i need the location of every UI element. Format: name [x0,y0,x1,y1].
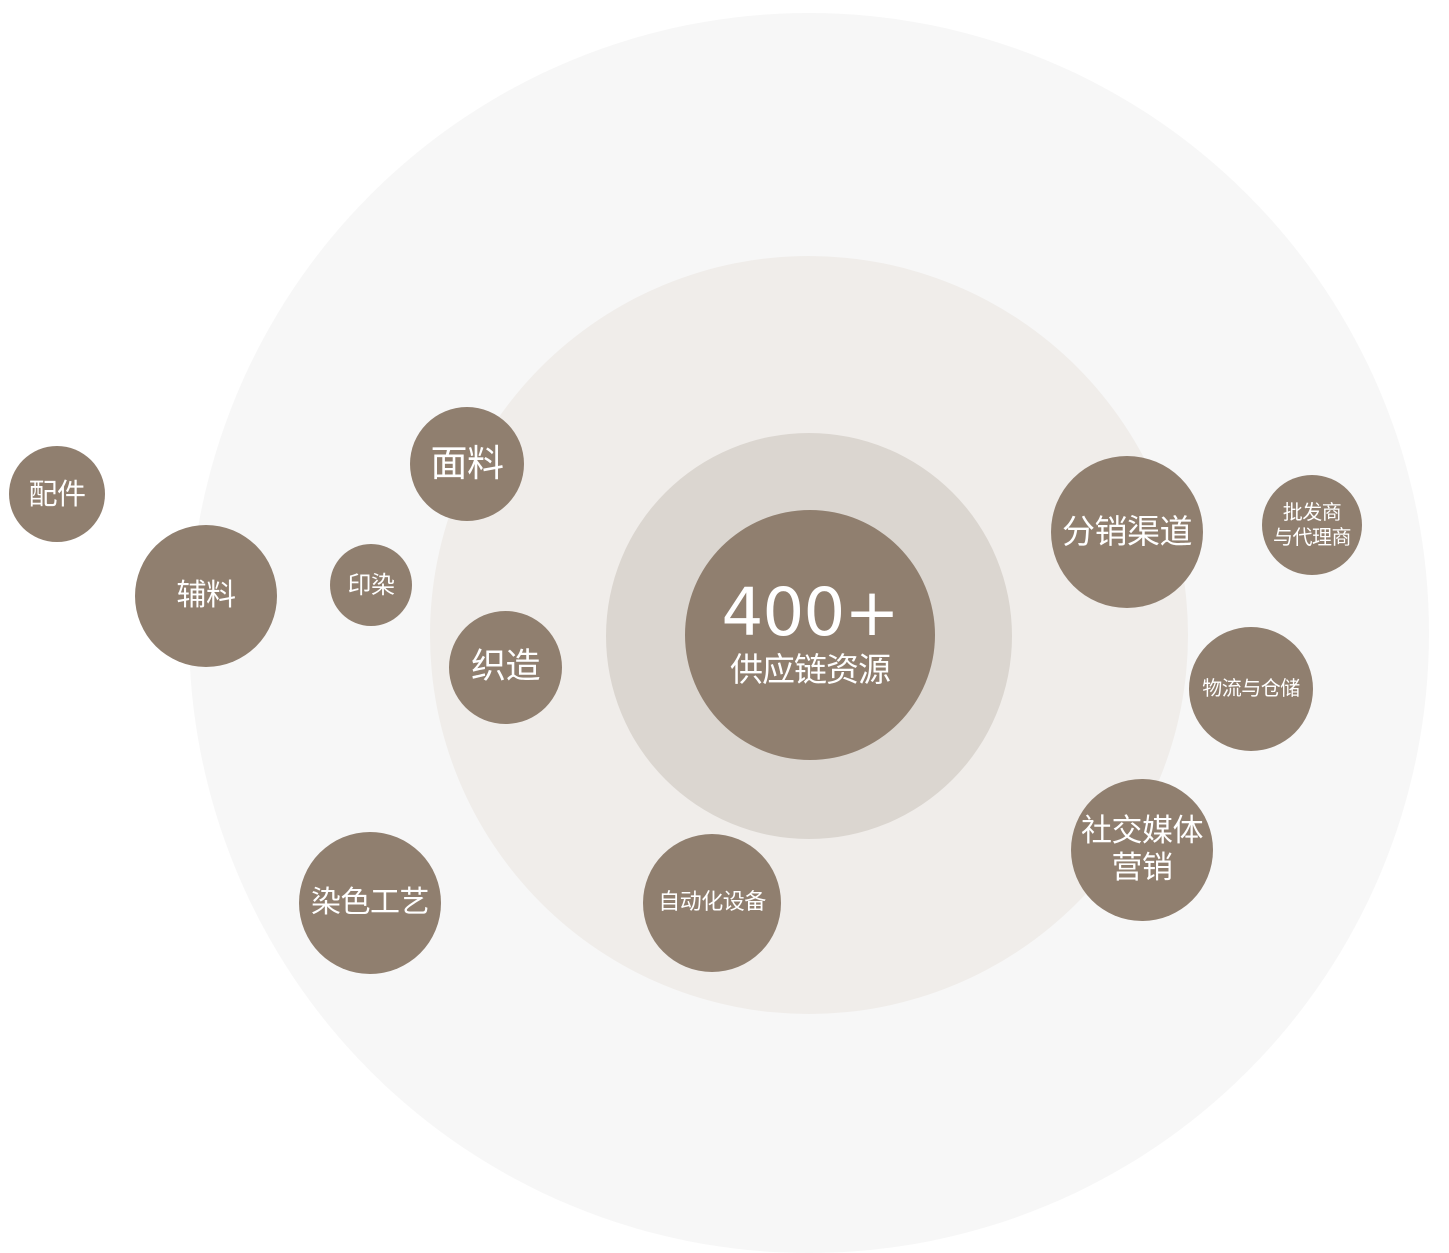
node-peijian: 配件 [9,446,105,542]
node-label-line2: 营销 [1111,850,1174,886]
node-mianliao: 面料 [410,407,524,521]
center-bubble: 400+ 供应链资源 [685,510,935,760]
node-ransegongyi: 染色工艺 [299,832,441,974]
node-label: 辅料 [176,578,237,614]
node-pifashang: 批发商 与代理商 [1262,475,1362,575]
node-label: 面料 [430,442,505,486]
center-label: 供应链资源 [730,650,891,690]
node-zhizao: 织造 [449,611,562,724]
center-number: 400+ [721,574,899,652]
supply-chain-diagram: 400+ 供应链资源 配件 面料 辅料 印染 织造 染色工艺 自动化设备 分销渠… [9,256,1362,1014]
node-zidonghuashebei: 自动化设备 [643,834,781,972]
node-label-line1: 批发商 [1282,500,1342,524]
node-label: 织造 [470,646,541,687]
node-wuliu: 物流与仓储 [1189,627,1313,751]
node-label-line1: 社交媒体 [1081,812,1204,849]
node-label: 自动化设备 [658,890,766,916]
node-label: 分销渠道 [1062,511,1193,551]
node-shejiao: 社交媒体 营销 [1071,779,1213,921]
node-fenxiaoqudao: 分销渠道 [1051,456,1203,608]
node-label-line2: 与代理商 [1273,525,1352,549]
node-label: 染色工艺 [311,885,430,921]
node-label: 配件 [28,476,86,511]
node-label: 物流与仓储 [1202,676,1300,701]
node-yinran: 印染 [330,544,412,626]
node-label: 印染 [347,570,396,599]
node-fuliao: 辅料 [135,525,277,667]
